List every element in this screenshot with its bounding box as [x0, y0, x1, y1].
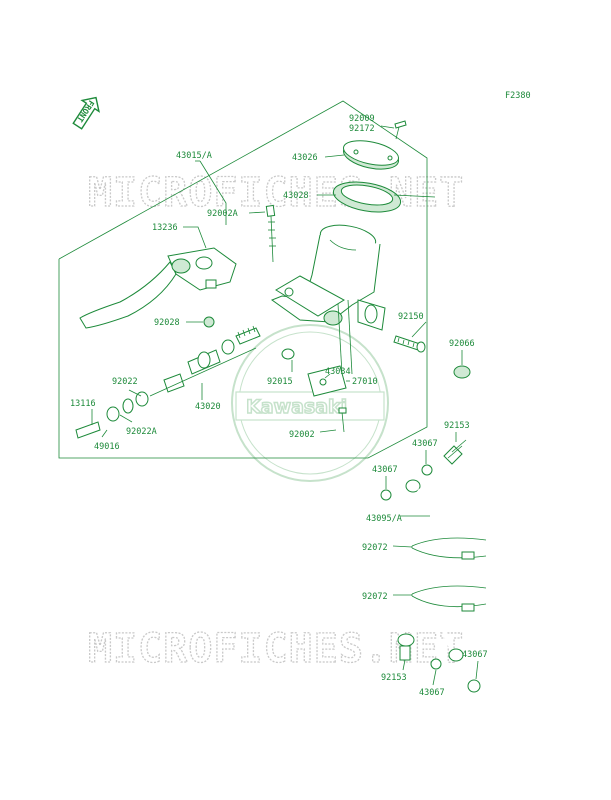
label-92022A: 92022A [126, 427, 157, 437]
label-92072-b: 92072 [362, 592, 388, 602]
banjo-bolt-top [443, 439, 467, 465]
leader-lines [91, 125, 479, 686]
reservoir-screw [394, 120, 407, 140]
master-cylinder-body [270, 224, 386, 331]
brake-switch [307, 365, 347, 433]
label-43034: 43034 [325, 367, 351, 377]
label-92002A: 92002A [207, 209, 238, 219]
banjo-bolt-bottom [397, 633, 415, 661]
watermark-group: MICROFICHES.NET MICROFICHES.NET [87, 169, 464, 672]
label-13116: 13116 [70, 399, 96, 409]
reservoir-diaphragm [332, 181, 402, 213]
watermark-top: MICROFICHES.NET [88, 170, 464, 216]
label-43026: 43026 [292, 153, 318, 163]
cap-92066 [453, 365, 471, 379]
label-43067-d: 43067 [419, 688, 445, 698]
brake-lever [79, 247, 237, 329]
bolt-92150 [393, 335, 426, 353]
washer-43067-a [421, 464, 433, 476]
label-92009: 92009 [349, 114, 375, 124]
grommet-92015 [281, 348, 295, 360]
brake-hose [405, 479, 464, 662]
label-92002: 92002 [289, 430, 315, 440]
hose-clamp-b [411, 585, 487, 612]
kawasaki-logo: Kawasaki [231, 324, 389, 482]
piston-assembly [75, 325, 261, 439]
part-labels: 92009 92172 43026 43015/A 43028 92002A 1… [70, 114, 488, 698]
label-49016: 49016 [94, 442, 120, 452]
label-92153-bottom: 92153 [381, 673, 407, 683]
label-43020: 43020 [195, 402, 221, 412]
washer-43067-d [467, 679, 481, 693]
label-92028: 92028 [154, 318, 180, 328]
washer-43067-b [380, 489, 392, 501]
label-13236: 13236 [152, 223, 178, 233]
washer-43067-c [430, 658, 442, 670]
pivot-92028 [203, 316, 215, 328]
label-92150: 92150 [398, 312, 424, 322]
clamp-43034 [337, 299, 353, 375]
label-92022: 92022 [112, 377, 138, 387]
label-92066: 92066 [449, 339, 475, 349]
bolt-92002A [265, 204, 276, 263]
label-27010: 27010 [352, 377, 378, 387]
figure-code: F2380 [505, 91, 531, 101]
label-43067-a: 43067 [412, 439, 438, 449]
label-92015: 92015 [267, 377, 293, 387]
front-arrow-icon: FRONT [72, 96, 100, 130]
hose-clamp-a [411, 537, 487, 560]
reservoir-cap [342, 140, 400, 170]
logo-text: Kawasaki [246, 396, 347, 418]
label-43067-b: 43067 [372, 465, 398, 475]
label-92172: 92172 [349, 124, 375, 134]
label-43015A: 43015/A [176, 151, 212, 161]
label-43067-c: 43067 [462, 650, 488, 660]
label-92072-a: 92072 [362, 543, 388, 553]
label-43028: 43028 [283, 191, 309, 201]
label-43095A: 43095/A [366, 514, 402, 524]
label-92153-top: 92153 [444, 421, 470, 431]
assembly-frame [58, 100, 428, 459]
